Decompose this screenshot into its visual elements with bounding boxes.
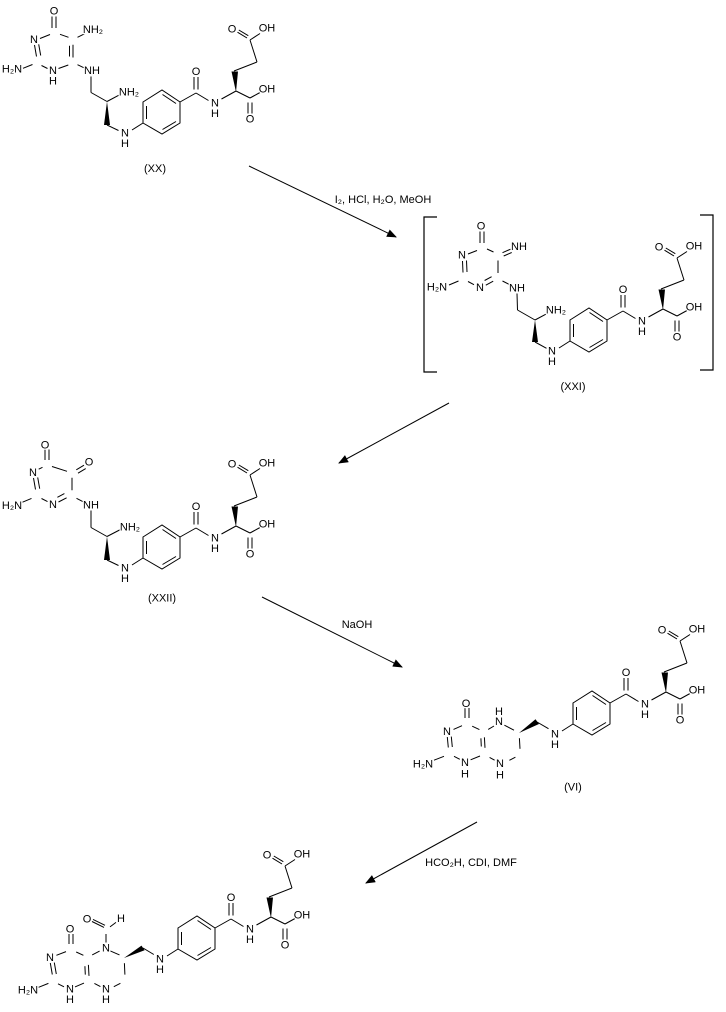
xxii-n3-label: N xyxy=(29,467,37,479)
reagent-label-step4: HCO₂H, CDI, DMF xyxy=(425,857,517,869)
reaction-arrow-step4 xyxy=(365,821,478,884)
reagent-label-step3: NaOH xyxy=(342,619,373,631)
xxii-benzoyl-glutamate xyxy=(119,456,277,587)
vi-n1-h-label: H xyxy=(461,769,469,781)
structure-xxi: O NH N H₂N N NH NH₂ (XXI) xyxy=(423,214,714,394)
vi-h2n-label: H₂N xyxy=(413,759,433,771)
final-wedge-bond xyxy=(124,945,145,958)
vi-bonds xyxy=(433,708,549,761)
xx-chain-nh2-label: NH₂ xyxy=(119,87,139,99)
vi-o4-label: O xyxy=(462,698,471,710)
xxi-imine-nh-label: NH xyxy=(511,241,527,253)
compound-label-xx: (XX) xyxy=(144,163,166,175)
vi-wedge-bond xyxy=(519,719,539,733)
xx-nh2-5-label: NH₂ xyxy=(83,24,103,36)
vi-n3-label: N xyxy=(443,726,451,738)
xxii-h2n-label: H₂N xyxy=(2,500,22,512)
final-formyl-o-label: O xyxy=(83,914,92,926)
right-bracket xyxy=(700,214,714,371)
final-n3-label: N xyxy=(46,952,54,964)
xxi-bonds xyxy=(448,231,548,349)
xxii-wedge-bond xyxy=(104,536,110,560)
xx-n1-h-label: H xyxy=(49,76,57,88)
xx-n1-label: N xyxy=(49,65,57,77)
reaction-arrow-step1 xyxy=(248,165,397,238)
vi-benzoyl-glutamate xyxy=(549,622,707,753)
compound-label-xxii: (XXII) xyxy=(148,593,176,605)
vi-n5-h-label: H xyxy=(495,706,503,718)
final-n8-h-label: H xyxy=(102,994,110,1006)
final-bonds xyxy=(38,918,155,988)
left-bracket xyxy=(423,216,437,373)
vi-n8-label: N xyxy=(496,758,504,770)
structure-vi: O N H₂N N H H N N H (VI) xyxy=(412,622,707,795)
final-n1-label: N xyxy=(66,984,74,996)
xxii-o4-label: O xyxy=(41,440,50,452)
structure-xx: O NH₂ N H₂N N H NH NH₂ (XX) xyxy=(1,4,277,176)
reagent-label-step1: I₂, HCl, H₂O, MeOH xyxy=(335,194,432,206)
xxii-nh-6-label: NH xyxy=(83,500,99,512)
xx-h2n-label: H₂N xyxy=(2,64,22,76)
xxi-nh-6-label: NH xyxy=(509,283,525,295)
xxii-bonds xyxy=(22,449,121,566)
xxi-wedge-bond xyxy=(532,320,538,342)
xx-o4-label: O xyxy=(50,6,59,18)
reaction-arrows: I₂, HCl, H₂O, MeOH NaOH HCO₂H, CDI, DMF xyxy=(248,165,518,884)
xx-wedge-bond xyxy=(104,101,110,125)
vi-n8-h-label: H xyxy=(496,770,504,782)
xxii-chain-nh2-label: NH₂ xyxy=(120,522,140,534)
reaction-arrow-step3 xyxy=(261,596,403,668)
xxii-n1-label: N xyxy=(49,499,57,511)
xxi-benzoyl-glutamate xyxy=(546,239,704,370)
xxi-n1-label: N xyxy=(476,282,484,294)
xx-nh-6-label: NH xyxy=(84,65,100,77)
vi-n1-label: N xyxy=(461,757,469,769)
final-h2n-label: H₂N xyxy=(18,985,38,997)
final-o4-label: O xyxy=(66,924,75,936)
vi-n5-label: N xyxy=(495,716,503,728)
structure-final: O O H N H₂N N H N N H xyxy=(17,847,312,1007)
compound-label-vi: (VI) xyxy=(564,782,582,794)
final-n1-h-label: H xyxy=(66,994,74,1006)
structure-xxii: O O N H₂N N NH NH₂ (XXII) xyxy=(1,438,277,606)
xxi-h2n-label: H₂N xyxy=(427,282,447,294)
final-benzoyl-glutamate xyxy=(154,847,312,978)
reaction-arrow-step2 xyxy=(338,402,450,464)
final-formyl-h-label: H xyxy=(117,913,125,925)
xx-bonds xyxy=(22,16,121,131)
xxi-n3-label: N xyxy=(458,250,466,262)
final-n5-label: N xyxy=(102,943,110,955)
compound-label-xxi: (XXI) xyxy=(560,381,585,393)
xxi-chain-nh2-label: NH₂ xyxy=(546,305,566,317)
xxii-o5-label: O xyxy=(85,457,94,469)
final-n8-label: N xyxy=(102,984,110,996)
xxi-o4-label: O xyxy=(477,221,486,233)
xx-n3-label: N xyxy=(30,34,38,46)
xx-benzoyl-glutamate xyxy=(119,21,277,152)
